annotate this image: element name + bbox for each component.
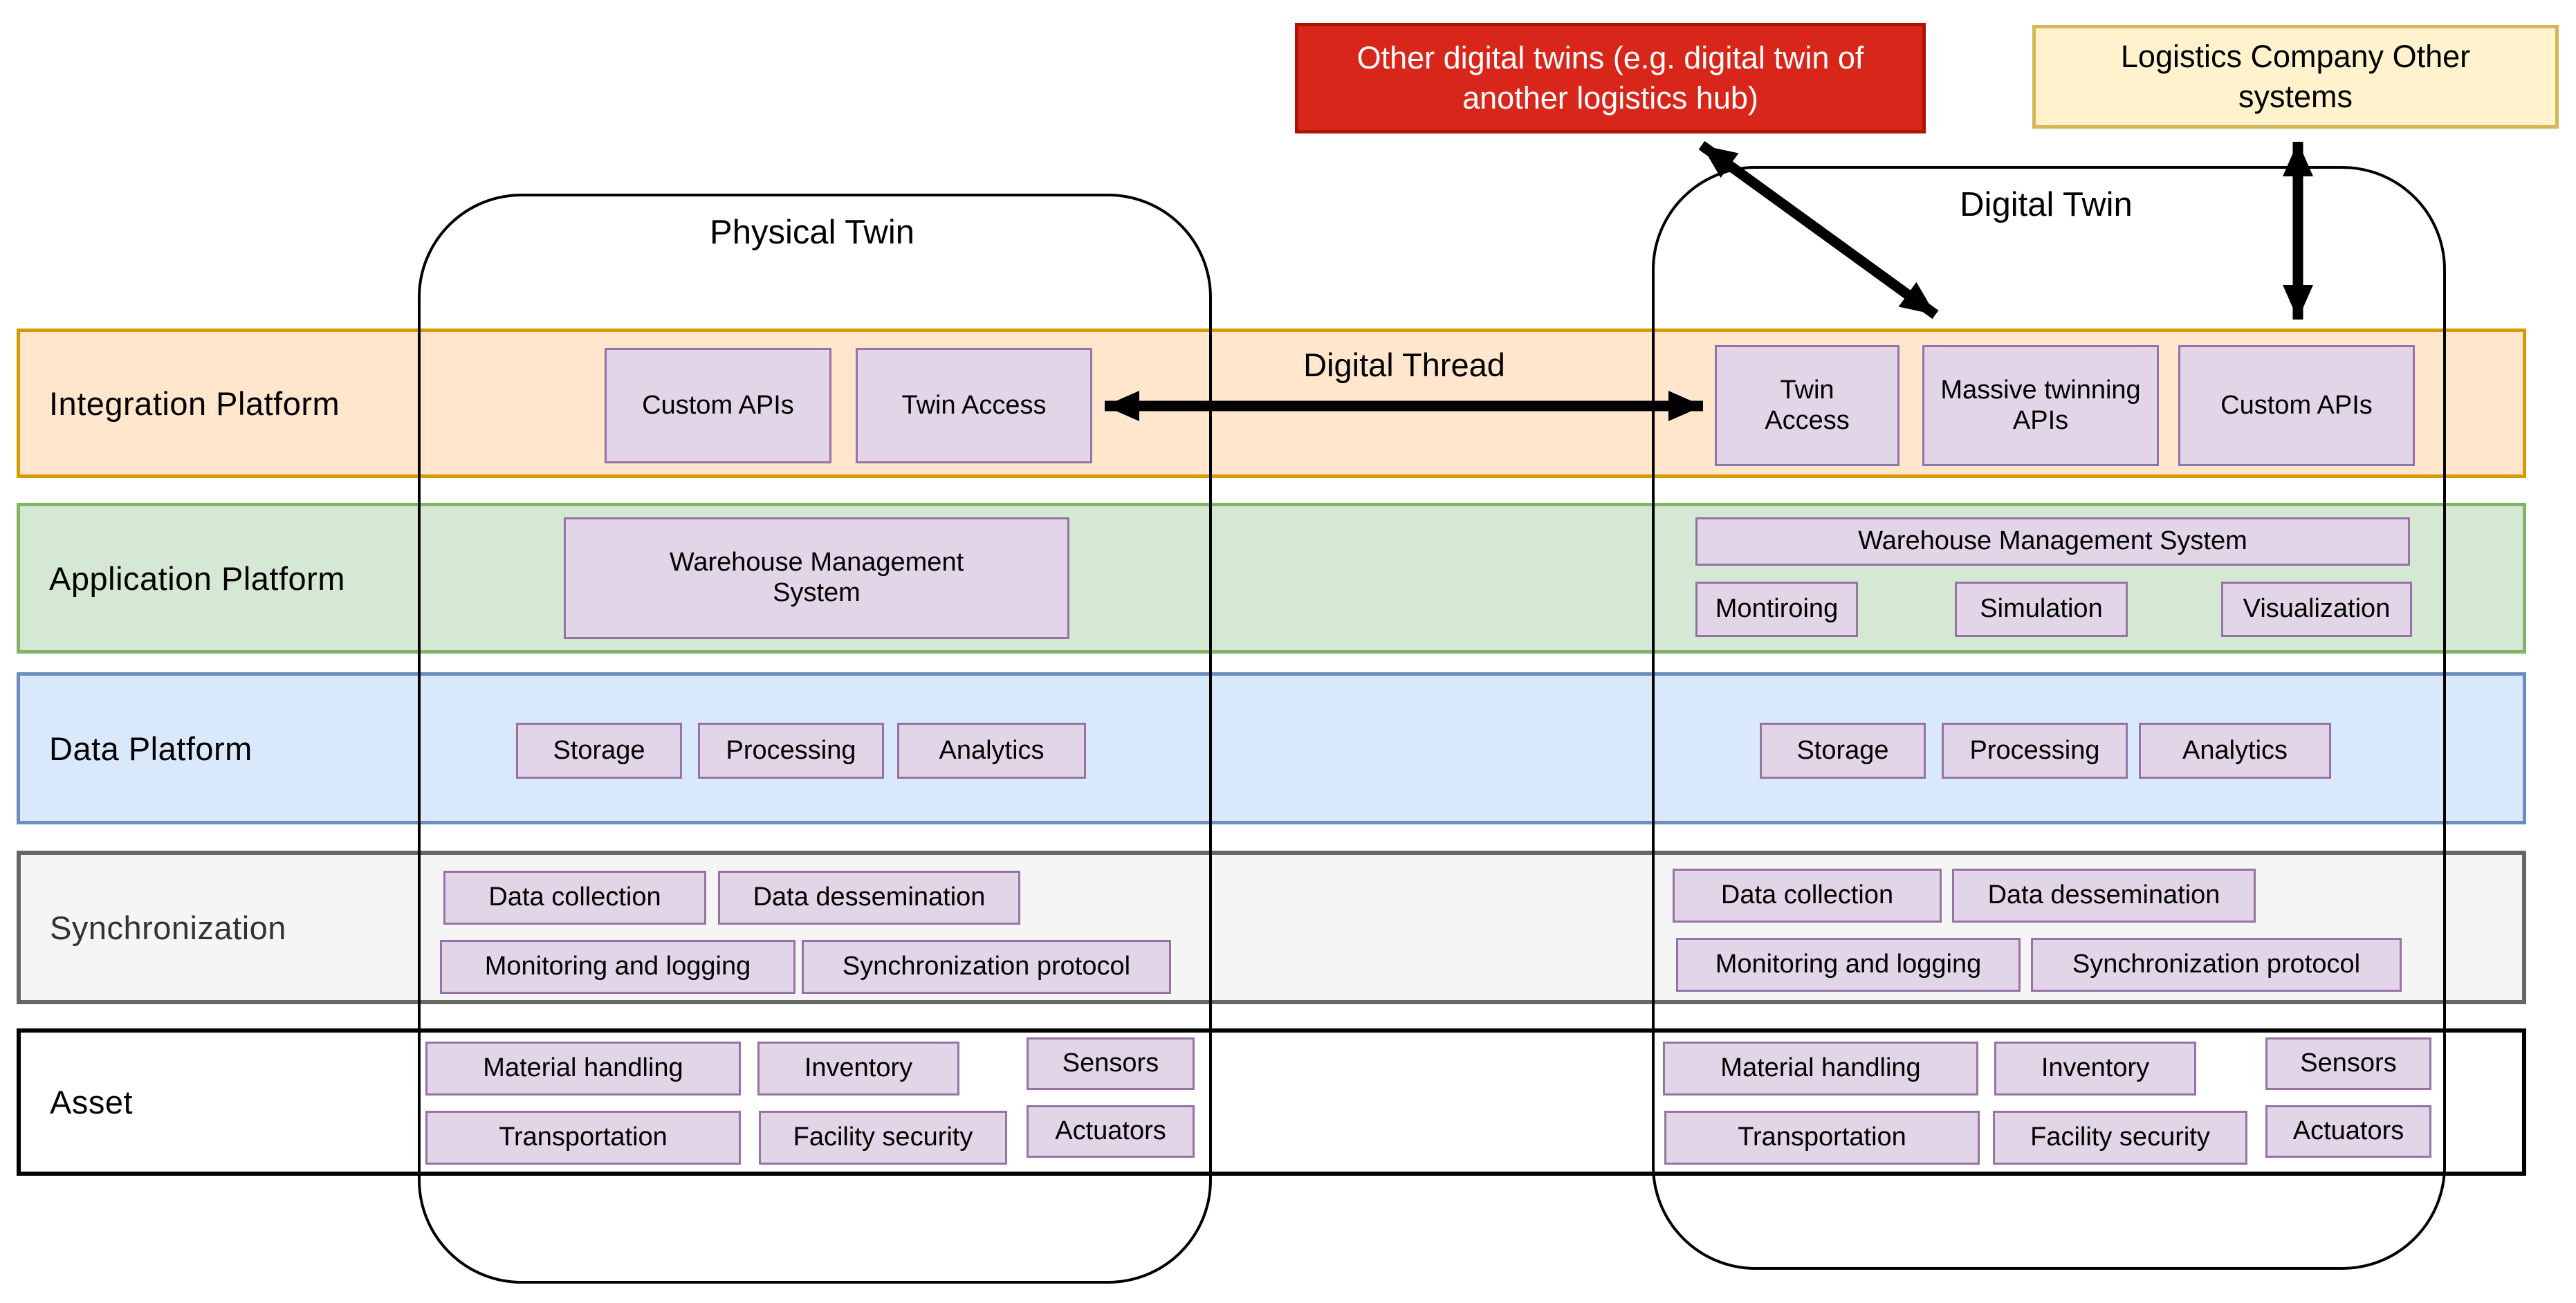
module-storage-digital: Storage: [1760, 723, 1926, 779]
module-custom-apis-digital: Custom APIs: [2178, 345, 2415, 466]
module-twin-access-physical: Twin Access: [856, 348, 1092, 463]
other-twins-arrow: [1698, 140, 1939, 320]
module-analytics-physical: Analytics: [897, 723, 1086, 779]
band-data-platform: Data Platform: [17, 672, 2526, 824]
module-data-collection-digital: Data collection: [1673, 869, 1942, 923]
band-label-asset: Asset: [50, 1084, 134, 1120]
module-data-dessemination-digital: Data dessemination: [1952, 869, 2256, 923]
module-massive-twinning-apis-label: Massive twinning APIs: [1940, 375, 2141, 435]
module-custom-apis-physical: Custom APIs: [605, 348, 831, 463]
module-actuators-digital: Actuators: [2265, 1105, 2431, 1158]
module-sensors-physical: Sensors: [1027, 1037, 1195, 1090]
module-monitoring: Montiroing: [1695, 582, 1858, 637]
module-sensors-digital: Sensors: [2265, 1037, 2431, 1090]
module-transportation-digital: Transportation: [1664, 1111, 1980, 1165]
band-label-synchronization: Synchronization: [50, 909, 286, 946]
module-wms-digital: Warehouse Management System: [1695, 517, 2410, 566]
band-label-integration: Integration Platform: [49, 385, 340, 422]
logistics-company-systems-box: Logistics Company Other systems: [2032, 25, 2559, 129]
physical-twin-title: Physical Twin: [710, 214, 914, 251]
band-label-application: Application Platform: [49, 560, 345, 597]
module-processing-physical: Processing: [698, 723, 884, 779]
module-wms-physical-label: Warehouse Management System: [669, 548, 964, 607]
module-simulation: Simulation: [1955, 582, 2128, 637]
module-facility-security-digital: Facility security: [1993, 1111, 2247, 1165]
module-monitoring-logging-physical: Monitoring and logging: [440, 940, 795, 994]
module-twin-access-digital: Twin Access: [1715, 345, 1899, 466]
module-wms-physical: Warehouse Management System: [564, 517, 1069, 639]
module-material-handling-digital: Material handling: [1663, 1042, 1978, 1096]
module-transportation-physical: Transportation: [425, 1111, 741, 1165]
other-digital-twins-box: Other digital twins (e.g. digital twin o…: [1295, 23, 1926, 133]
module-sync-protocol-digital: Synchronization protocol: [2031, 938, 2402, 992]
module-sync-protocol-physical: Synchronization protocol: [802, 940, 1171, 994]
module-inventory-digital: Inventory: [1994, 1042, 2196, 1096]
module-material-handling-physical: Material handling: [425, 1042, 741, 1096]
logistics-company-systems-label: Logistics Company Other systems: [2120, 38, 2471, 115]
module-analytics-digital: Analytics: [2139, 723, 2331, 779]
band-label-data: Data Platform: [49, 730, 252, 767]
module-visualization: Visualization: [2221, 582, 2412, 637]
module-actuators-physical: Actuators: [1027, 1105, 1195, 1158]
module-processing-digital: Processing: [1942, 723, 2128, 779]
module-storage-physical: Storage: [516, 723, 682, 779]
other-digital-twins-label: Other digital twins (e.g. digital twin o…: [1356, 39, 1864, 116]
module-facility-security-physical: Facility security: [759, 1111, 1007, 1165]
digital-thread-label: Digital Thread: [1303, 346, 1505, 383]
module-twin-access-digital-label: Twin Access: [1765, 375, 1850, 435]
module-data-collection-physical: Data collection: [443, 871, 706, 925]
module-data-dessemination-physical: Data dessemination: [718, 871, 1020, 925]
module-monitoring-logging-digital: Monitoring and logging: [1676, 938, 2021, 992]
digital-twin-title: Digital Twin: [1960, 186, 2133, 223]
module-inventory-physical: Inventory: [757, 1042, 959, 1096]
module-massive-twinning-apis: Massive twinning APIs: [1922, 345, 2159, 466]
